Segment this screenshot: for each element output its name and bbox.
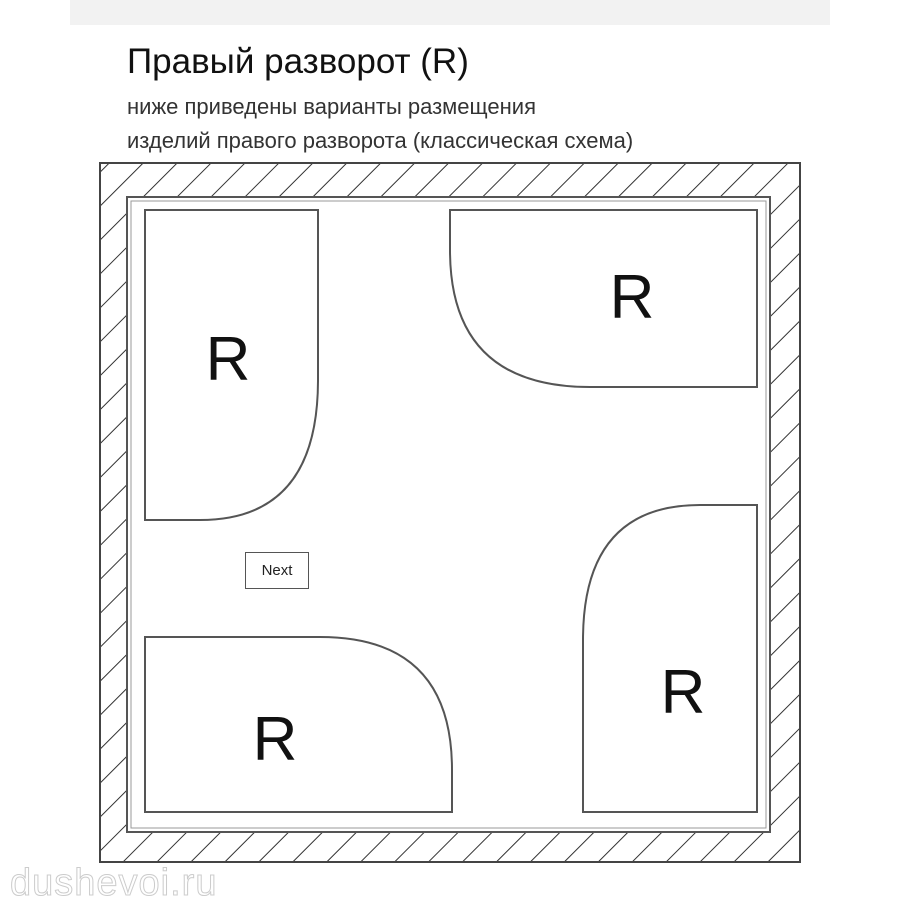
watermark: dushevoi.ru (9, 862, 218, 905)
top-band (70, 0, 830, 25)
subtitle-line-2: изделий правого разворота (классическая … (127, 128, 634, 153)
label-r-top-right: R (610, 263, 655, 332)
label-r-bottom-right: R (661, 658, 706, 727)
shower-top-left (144, 209, 319, 521)
label-r-top-left: R (206, 325, 251, 394)
subtitle-line-1: ниже приведены варианты размещения (127, 94, 536, 119)
shower-bottom-left (144, 636, 453, 813)
shower-top-right (449, 209, 758, 388)
page-title: Правый разворот (R) (127, 42, 469, 81)
next-button[interactable]: Next (245, 552, 309, 589)
shower-bottom-right (582, 504, 758, 813)
label-r-bottom-left: R (253, 705, 298, 774)
